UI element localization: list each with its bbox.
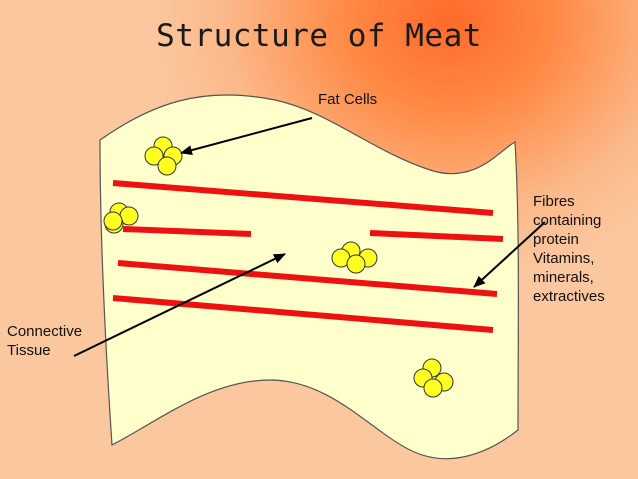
fat-cell-cluster	[331, 241, 378, 274]
fibre-line	[112, 295, 494, 333]
fat-cells-arrow	[180, 117, 313, 155]
fibres-label-line: protein	[533, 231, 579, 248]
fibre-line	[112, 180, 494, 216]
fibre-line	[122, 226, 252, 237]
connective-label-line: Tissue	[7, 342, 51, 359]
fibre-line	[117, 260, 498, 297]
fibres-label-line: Vitamins,	[533, 250, 595, 267]
connective-tissue-arrow	[73, 253, 286, 357]
fat-cell-cluster	[413, 358, 454, 398]
connective-tissue-label: Connective Tissue	[7, 322, 82, 360]
fibres-arrow	[473, 221, 546, 288]
fat-cells-label: Fat Cells	[318, 91, 378, 108]
fibres-label-line: extractives	[533, 288, 605, 305]
connective-label-line: Connective	[7, 323, 83, 340]
fat-cell-cluster	[103, 202, 139, 234]
fibres-label-line: minerals,	[533, 269, 594, 286]
fibres-label-line: containing	[533, 212, 602, 229]
fibre-line	[369, 230, 504, 242]
fibres-label-line: Fibres	[533, 193, 575, 210]
muscle-fibres	[112, 180, 504, 333]
fat-cell-cluster	[144, 136, 183, 176]
page-title: Structure of Meat	[156, 18, 482, 54]
fibres-label: Fibres containing protein Vitamins, mine…	[533, 192, 605, 306]
